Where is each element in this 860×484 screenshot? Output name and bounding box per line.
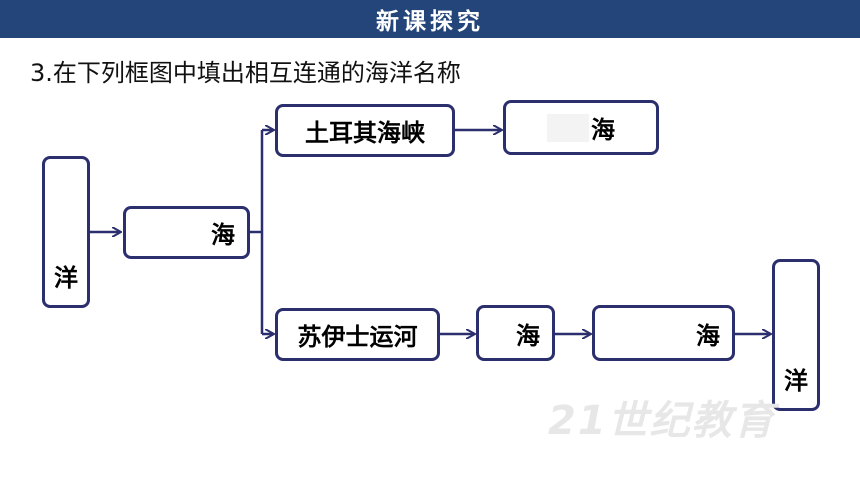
blank-fill-area: [547, 113, 589, 142]
box-left-ocean-label: 洋: [54, 264, 78, 292]
box-sea-4-label: 海: [696, 321, 720, 350]
box-sea-1-label: 海: [211, 221, 235, 249]
box-turkish-strait: 土耳其海峡: [275, 104, 455, 157]
box-turkish-strait-label: 土耳其海峡: [305, 119, 425, 147]
box-sea-4: 海: [592, 305, 735, 361]
box-left-ocean: 洋: [42, 156, 90, 308]
box-suez-canal-label: 苏伊士运河: [297, 323, 418, 351]
header-title: 新课探究: [376, 9, 484, 35]
box-sea-top-label: 海: [591, 116, 615, 144]
watermark-logo: 21世纪教育: [548, 398, 776, 444]
header-bar: 新课探究: [0, 0, 860, 38]
box-suez-canal: 苏伊士运河: [275, 308, 440, 361]
box-right-ocean-label: 洋: [784, 367, 808, 395]
question-text: 3.在下列框图中填出相互连通的海洋名称: [30, 59, 461, 87]
box-sea-top: 海: [503, 100, 659, 155]
box-sea-3-label: 海: [516, 321, 540, 350]
box-right-ocean: 洋: [772, 259, 820, 411]
box-sea-1: 海: [123, 206, 250, 259]
box-sea-3: 海: [476, 305, 555, 361]
